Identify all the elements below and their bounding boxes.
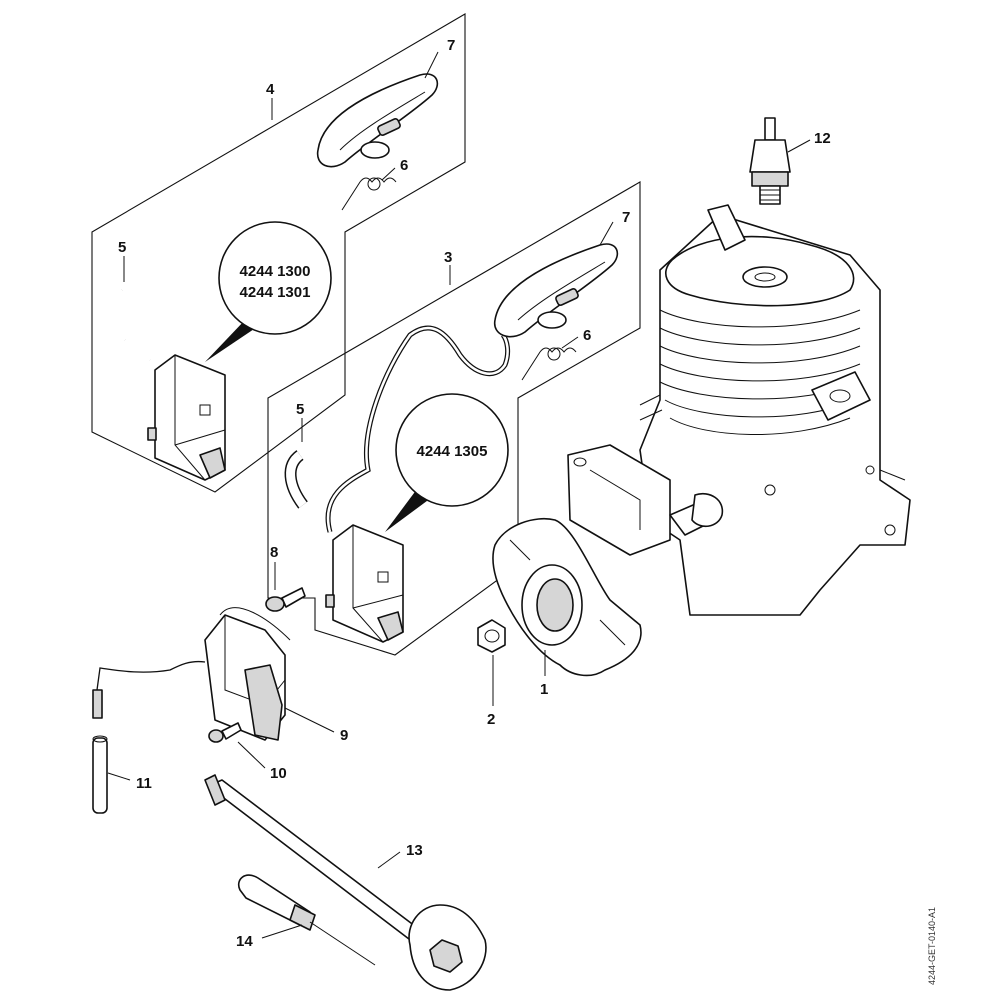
cylinder-lug — [707, 204, 746, 251]
callout-1: 1 — [540, 681, 548, 698]
combination-wrench — [204, 774, 487, 991]
spark-plug — [749, 117, 791, 205]
leader-lines — [107, 51, 811, 939]
screw-8 — [265, 587, 306, 612]
handle-pivot-7a — [360, 141, 390, 159]
screw-10 — [208, 722, 242, 743]
spark-plug-insulator — [749, 139, 791, 173]
screwdriver — [238, 874, 376, 966]
callout-7a: 7 — [447, 37, 455, 54]
ignition-wire-terminal — [92, 689, 103, 719]
ignition-coil-shoe — [244, 664, 283, 741]
screw-8-shank — [281, 587, 306, 608]
callout-7b: 7 — [622, 209, 630, 226]
exhaust-flange — [811, 371, 871, 421]
callout-2: 2 — [487, 711, 495, 728]
callout-10: 10 — [270, 765, 287, 782]
callout-13: 13 — [406, 842, 423, 859]
pin-11-body — [92, 737, 108, 814]
assembly-3-group: 4244 1305 — [267, 181, 641, 656]
part-number-4244-1301: 4244 1301 — [240, 284, 311, 301]
magnifier-circle-4 — [218, 221, 332, 335]
ignition-coil — [92, 607, 291, 741]
assembly-4-frame — [91, 13, 466, 493]
callout-9: 9 — [340, 727, 348, 744]
flywheel-bore — [536, 578, 574, 632]
wrench-shaft — [207, 779, 441, 956]
callout-14: 14 — [236, 933, 253, 950]
screw-10-head — [208, 729, 224, 743]
spark-plug-port — [742, 266, 788, 288]
callout-3: 3 — [444, 249, 452, 266]
callout-11: 11 — [136, 775, 152, 792]
callout-6a: 6 — [400, 157, 408, 174]
part-number-4244-1300: 4244 1300 — [240, 263, 311, 280]
pin-11 — [92, 735, 108, 814]
callout-12: 12 — [814, 130, 831, 147]
hex-nut-body — [477, 619, 506, 653]
ignition-wire — [96, 660, 206, 691]
flywheel — [492, 518, 642, 677]
cylinder-engine — [567, 204, 911, 616]
callout-4: 4 — [266, 81, 275, 98]
handle-edge-7a — [339, 91, 426, 151]
callouts: 7 4 6 5 7 3 6 5 12 8 1 2 9 10 11 13 14 — [118, 37, 831, 950]
assembly-4-group: 4244 1300 4244 1301 — [91, 13, 466, 493]
callout-6b: 6 — [583, 327, 591, 344]
part-number-4244-1305: 4244 1305 — [417, 443, 488, 460]
handle-slot-7b — [555, 288, 579, 306]
screw-8-head — [265, 596, 285, 612]
spark-plug-hex — [751, 171, 789, 187]
callout-5a: 5 — [118, 239, 126, 256]
spark-plug-terminal — [764, 117, 776, 141]
torsion-spring-6a — [341, 177, 397, 211]
wrench-hex-opening — [429, 939, 463, 973]
magnifier-pointer-4 — [205, 320, 260, 362]
handle-slot-7a — [377, 118, 401, 136]
hex-nut — [477, 619, 506, 653]
screw-10-shank — [221, 722, 242, 740]
magnifier-circle-3 — [395, 393, 509, 507]
callout-8: 8 — [270, 544, 278, 561]
torsion-spring-6b — [521, 347, 577, 381]
callout-5b: 5 — [296, 401, 304, 418]
figure-code: 4244-GET-0140-A1 — [927, 907, 937, 985]
